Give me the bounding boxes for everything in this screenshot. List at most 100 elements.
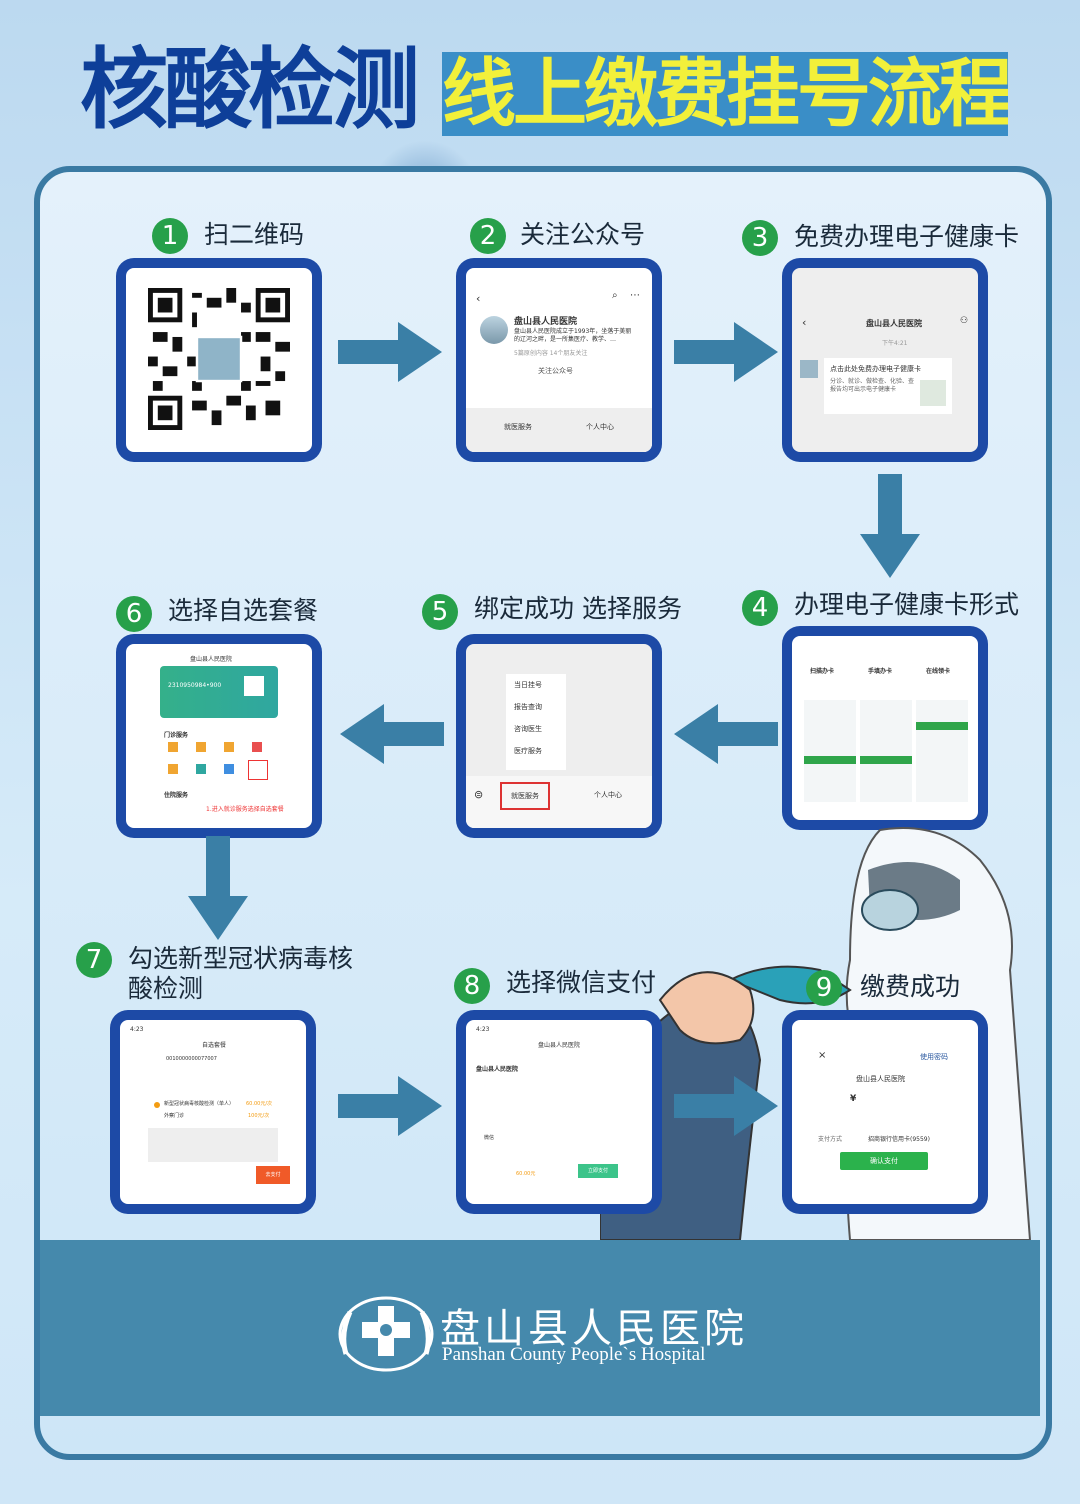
step-card-health-card: ‹ 盘山县人民医院 ⚇ 下午4:21 点击此处免费办理电子健康卡 分诊、就诊、做… [782, 258, 988, 462]
chat-message-title: 点击此处免费办理电子健康卡 [830, 365, 921, 373]
test-item-price: 60.00元/次 [246, 1101, 272, 1107]
health-card[interactable]: 2310950984•900 [160, 666, 278, 718]
checkbox-checked-icon[interactable] [154, 1102, 160, 1108]
form-preview [916, 700, 968, 802]
form-preview [860, 700, 912, 802]
pay-method-wechat[interactable]: 微信 [484, 1135, 495, 1141]
service-popup: 当日挂号 报告查询 咨询医生 医疗服务 [506, 674, 566, 770]
account-desc: 盘山县人民医院成立于1993年，坐落于美丽的辽河之畔，是一所集医疗、教学、… [514, 328, 632, 343]
step-label-8: 选择微信支付 [506, 968, 657, 997]
option-online-card[interactable]: 在线领卡 [926, 668, 951, 675]
service-icon[interactable] [224, 764, 234, 774]
menu-personal-center[interactable]: 个人中心 [594, 791, 622, 799]
card-qr-icon[interactable] [244, 676, 264, 696]
chat-time: 下午4:21 [882, 340, 908, 347]
keyboard-icon[interactable]: ⊜ [474, 788, 484, 801]
screen-title: 盘山县人民医院 [538, 1042, 581, 1049]
account-stats: 5篇原创内容 14个朋友关注 [514, 350, 588, 357]
menu-medical-service[interactable]: 就医服务 [504, 423, 532, 431]
payee-name: 盘山县人民医院 [856, 1075, 905, 1083]
service-icon[interactable] [168, 764, 178, 774]
arrow-down-icon [188, 836, 248, 940]
pay-method-card[interactable]: 招商银行信用卡(9559) [868, 1136, 930, 1143]
step-card-package: 盘山县人民医院 2310950984•900 门诊服务 住院服务 1.进入就诊服… [116, 634, 322, 838]
step-number-3: 3 [742, 220, 778, 256]
hospital-name-cn: 盘山县人民医院 [440, 1306, 748, 1352]
amount-yen: ¥ [850, 1094, 857, 1104]
step-label-9: 缴费成功 [860, 972, 961, 1001]
step-card-wechat-pay: 4:23 盘山县人民医院 盘山县人民医院 微信 60.00元 立即支付 [456, 1010, 662, 1214]
page-subtitle: 线上缴费挂号流程 [442, 52, 1008, 136]
confirm-pay-button[interactable]: 确认支付 [840, 1152, 928, 1170]
menu-bar: ⊜ 就医服务 个人中心 [466, 776, 652, 828]
step-label-7-line2: 酸检测 [128, 974, 204, 1003]
status-time: 4:23 [476, 1026, 490, 1033]
step-card-bind-success: 当日挂号 报告查询 咨询医生 医疗服务 ⊜ 就医服务 个人中心 [456, 634, 662, 838]
service-icon[interactable] [168, 742, 178, 752]
test-item-name[interactable]: 外察门诊 [164, 1113, 185, 1119]
wechat-pay-screen: 4:23 盘山县人民医院 盘山县人民医院 微信 60.00元 立即支付 [466, 1020, 652, 1204]
test-item-price: 100元/次 [248, 1113, 270, 1119]
pay-button[interactable]: 去支付 [256, 1166, 290, 1184]
step-card-select-test: 4:23 自选套餐 0010000000077007 新型冠状病毒核酸检测（单人… [110, 1010, 316, 1214]
use-password-link[interactable]: 使用密码 [920, 1053, 948, 1061]
pay-method-label: 支付方式 [818, 1136, 843, 1143]
chat-title: 盘山县人民医院 [866, 319, 922, 328]
pay-now-button[interactable]: 立即支付 [578, 1164, 618, 1178]
service-icon[interactable] [196, 742, 206, 752]
menu-consult-doctor[interactable]: 咨询医生 [514, 725, 542, 733]
step-card-qr [116, 258, 322, 462]
hospital-logo-icon [338, 1296, 434, 1372]
service-grid [168, 742, 278, 780]
total-amount: 60.00元 [516, 1171, 536, 1177]
step-number-1: 1 [152, 218, 188, 254]
chat-screen: ‹ 盘山县人民医院 ⚇ 下午4:21 点击此处免费办理电子健康卡 分诊、就诊、做… [792, 268, 978, 452]
step-label-5: 绑定成功 选择服务 [474, 594, 682, 623]
chat-message[interactable]: 点击此处免费办理电子健康卡 分诊、就诊、做检查、化验、查报告均可出示电子健康卡 [824, 358, 952, 414]
arrow-down-icon [860, 474, 920, 578]
section-inpatient: 住院服务 [164, 792, 189, 799]
patient-id: 0010000000077007 [166, 1056, 217, 1062]
package-highlight[interactable] [248, 760, 268, 780]
form-submit [860, 756, 912, 764]
section-hospital: 盘山县人民医院 [476, 1066, 519, 1073]
back-icon[interactable]: ‹ [802, 316, 807, 329]
select-test-screen: 4:23 自选套餐 0010000000077007 新型冠状病毒核酸检测（单人… [120, 1020, 306, 1204]
menu-report-query[interactable]: 报告查询 [514, 703, 542, 711]
arrow-left-icon [674, 704, 778, 764]
instruction-note: 1.进入就诊服务选择自选套餐 [206, 806, 284, 813]
step-number-4: 4 [742, 590, 778, 626]
service-icon[interactable] [196, 764, 206, 774]
step-label-7-line1: 勾选新型冠状病毒核 [128, 944, 354, 973]
test-item-name[interactable]: 新型冠状病毒核酸检测（单人） [164, 1101, 235, 1107]
arrow-right-icon [674, 1076, 778, 1136]
step-label-2: 关注公众号 [520, 220, 646, 249]
page-title: 核酸检测 [80, 38, 420, 141]
service-icon[interactable] [224, 742, 234, 752]
service-icon[interactable] [252, 742, 262, 752]
card-type-screen: 扫描办卡 手填办卡 在线领卡 [792, 636, 978, 820]
hospital-name-en: Panshan County People`s Hospital [442, 1344, 706, 1365]
back-icon[interactable]: ‹ [476, 292, 481, 305]
profile-icon[interactable]: ⚇ [960, 316, 969, 326]
step-number-6: 6 [116, 596, 152, 632]
menu-medical-service-tab[interactable]: 就医服务 [500, 782, 550, 810]
chat-message-desc: 分诊、就诊、做检查、化验、查报告均可出示电子健康卡 [830, 378, 915, 393]
option-manual-card[interactable]: 手填办卡 [868, 668, 893, 675]
close-icon[interactable]: × [818, 1050, 827, 1061]
option-scan-card[interactable]: 扫描办卡 [810, 668, 835, 675]
qr-code-icon[interactable] [148, 288, 290, 430]
follow-button[interactable]: 关注公众号 [538, 367, 573, 375]
search-icon[interactable]: ⌕ [612, 290, 618, 301]
more-icon[interactable]: ⋯ [630, 290, 640, 301]
screen-title: 盘山县人民医院 [190, 656, 233, 663]
section-outpatient: 门诊服务 [164, 732, 189, 739]
menu-personal-center[interactable]: 个人中心 [586, 423, 614, 431]
arrow-right-icon [338, 322, 442, 382]
menu-medical-service[interactable]: 医疗服务 [514, 747, 542, 755]
service-menu-screen: 当日挂号 报告查询 咨询医生 医疗服务 ⊜ 就医服务 个人中心 [466, 644, 652, 828]
step-label-6: 选择自选套餐 [168, 596, 319, 625]
qr-screen [126, 268, 312, 452]
menu-today-register[interactable]: 当日挂号 [514, 681, 542, 689]
account-name: 盘山县人民医院 [514, 317, 578, 327]
